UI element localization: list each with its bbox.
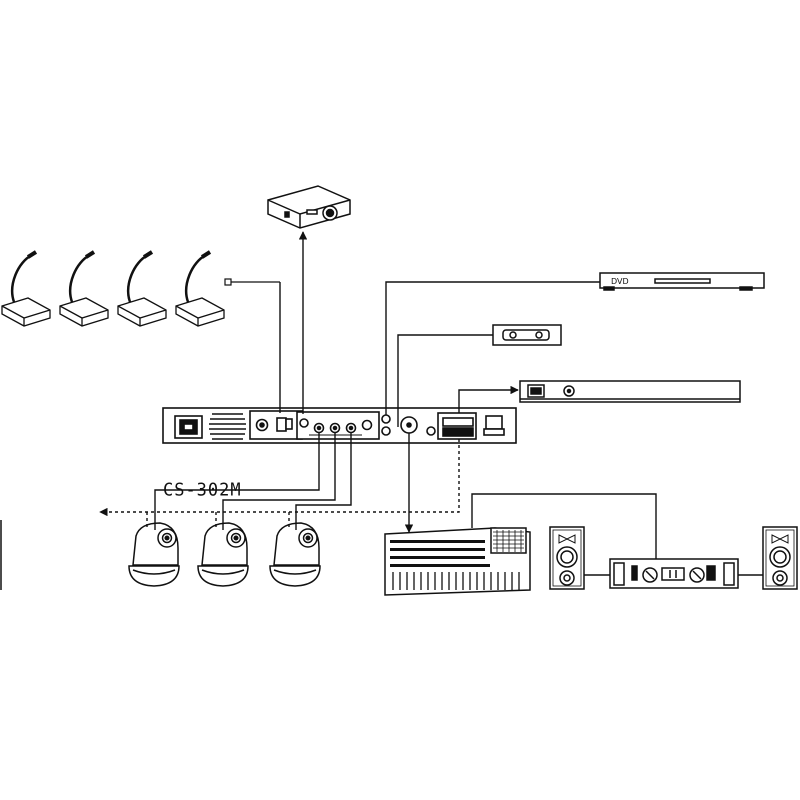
rca-input-1 <box>381 414 391 424</box>
camera-1-video-line <box>154 433 320 530</box>
network-port <box>485 415 503 430</box>
chairman-microphone <box>175 250 225 327</box>
delegate-microphone-3 <box>117 250 167 327</box>
speaker-right <box>762 526 798 590</box>
camera-control-dashed-line <box>99 439 460 528</box>
audio-mixer <box>384 527 531 596</box>
dvd-label: DVD <box>611 277 629 286</box>
mixer-faders <box>392 572 520 590</box>
mixer-to-amp-line <box>471 493 657 559</box>
ptz-camera-2 <box>197 522 249 587</box>
ptz-camera-1 <box>128 522 180 587</box>
camera-3-video-line <box>295 433 352 530</box>
mixer-grille <box>493 530 524 552</box>
dvd-audio-line <box>385 281 600 415</box>
camera-2-video-line <box>222 433 336 530</box>
connection-lines <box>154 231 763 576</box>
delegate-microphone-2 <box>59 250 109 327</box>
speaker-left <box>549 526 585 590</box>
mixer-knobs <box>390 540 490 567</box>
rca-input-2 <box>381 426 391 436</box>
cassette-audio-line <box>397 334 493 427</box>
receiver-control-line <box>458 385 519 413</box>
projector <box>267 185 351 229</box>
cable-connector <box>224 278 280 286</box>
wireless-receiver <box>519 380 741 403</box>
delegate-microphone-1 <box>1 250 51 327</box>
main-unit-rear-panel <box>162 407 517 444</box>
cassette-deck <box>492 324 562 346</box>
power-amplifier <box>609 558 739 589</box>
ptz-camera-3 <box>269 522 321 587</box>
fan-grille <box>209 413 246 440</box>
dvd-player: DVD <box>599 272 765 291</box>
